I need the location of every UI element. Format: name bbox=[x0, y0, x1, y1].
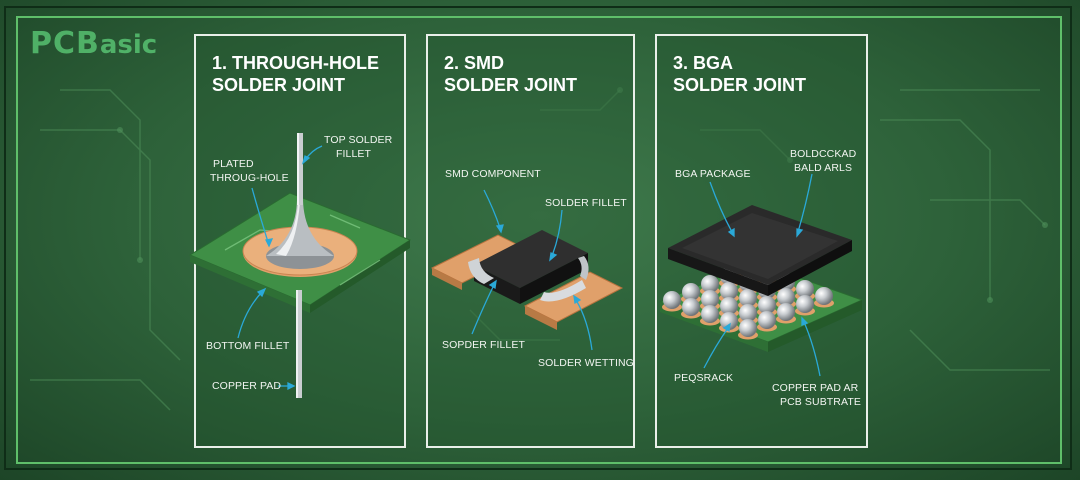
bga-solder-ball bbox=[701, 305, 719, 323]
panel-smd-title: 2. SMD SOLDER JOINT bbox=[444, 52, 577, 96]
label-sopder-fillet: SOPDER FILLET bbox=[442, 339, 525, 351]
bga-solder-ball bbox=[796, 280, 814, 298]
bga-solder-ball bbox=[701, 290, 719, 308]
bga-solder-ball bbox=[701, 275, 719, 293]
pcbasic-logo: PCBasic bbox=[30, 26, 157, 61]
label-copper-pad-substrate: COPPER PAD AR PCB SUBTRATE bbox=[772, 382, 861, 408]
title-line-1: 2. SMD bbox=[444, 53, 505, 73]
label-solder-fillet: SOLDER FILLET bbox=[545, 197, 627, 209]
bga-solder-ball bbox=[720, 312, 738, 330]
label-copper-pad: COPPER PAD bbox=[212, 380, 282, 392]
panel-bga-title: 3. BGA SOLDER JOINT bbox=[673, 52, 806, 96]
bga-solder-ball bbox=[796, 295, 814, 313]
panel-through-hole-title: 1. THROUGH-HOLE SOLDER JOINT bbox=[212, 52, 379, 96]
label-boldcckad: BOLDCCKAD BALD ARLS bbox=[790, 148, 857, 174]
bga-solder-ball bbox=[720, 297, 738, 315]
bga-solder-ball bbox=[682, 298, 700, 316]
title-line-1: 3. BGA bbox=[673, 53, 734, 73]
bga-solder-ball bbox=[758, 311, 776, 329]
title-line-2: SOLDER JOINT bbox=[444, 75, 578, 95]
label-bga-package: BGA PACKAGE bbox=[675, 168, 751, 180]
label-solder-wetting: SOLDER WETTING bbox=[538, 357, 634, 369]
title-line-1: 1. THROUGH-HOLE bbox=[212, 53, 380, 73]
bga-solder-ball bbox=[663, 291, 681, 309]
label-plated-through-hole: PLATED THROUG-HOLE bbox=[210, 158, 289, 184]
title-line-2: SOLDER JOINT bbox=[673, 75, 807, 95]
bga-solder-ball bbox=[739, 319, 757, 337]
logo-text-a: PCB bbox=[30, 26, 100, 61]
bga-solder-ball bbox=[777, 288, 795, 306]
label-peqsrack: PEQSRACK bbox=[674, 372, 734, 384]
title-line-2: SOLDER JOINT bbox=[212, 75, 346, 95]
bga-solder-ball bbox=[682, 283, 700, 301]
outer-frame bbox=[4, 6, 1072, 470]
label-smd-component: SMD COMPONENT bbox=[445, 168, 541, 180]
bga-solder-ball bbox=[739, 304, 757, 322]
bga-solder-ball bbox=[739, 289, 757, 307]
bga-solder-ball bbox=[720, 282, 738, 300]
bga-solder-ball bbox=[815, 287, 833, 305]
label-bottom-fillet: BOTTOM FILLET bbox=[206, 340, 290, 352]
label-top-solder-fillet: TOP SOLDER FILLET bbox=[324, 134, 393, 160]
logo-text-b: asic bbox=[99, 30, 158, 60]
bga-solder-ball bbox=[777, 303, 795, 321]
inner-frame bbox=[16, 16, 1062, 464]
bga-solder-ball bbox=[758, 296, 776, 314]
